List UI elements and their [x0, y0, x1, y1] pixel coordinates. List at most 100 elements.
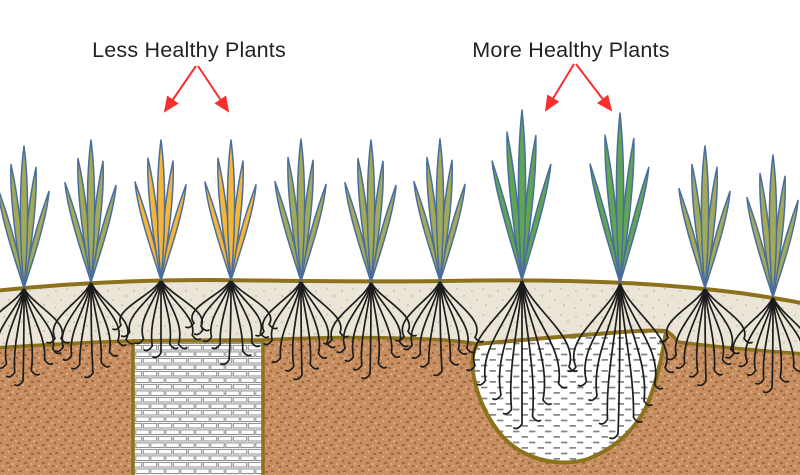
less-healthy-label: Less Healthy Plants	[92, 38, 286, 62]
root-strand	[476, 279, 523, 386]
root-strand	[120, 279, 162, 338]
root-strand	[46, 281, 92, 344]
plant-olive	[274, 138, 327, 282]
grass-blade	[19, 145, 29, 289]
root-strand	[521, 279, 552, 406]
root-strand	[772, 296, 800, 343]
root-strand	[112, 279, 162, 331]
plant-olive	[0, 145, 50, 289]
grass-blade	[615, 112, 625, 284]
more-healthy-label: More Healthy Plants	[472, 38, 669, 62]
root-strand	[609, 282, 621, 440]
root-strand	[619, 282, 653, 407]
root-strand	[772, 296, 800, 330]
arrow-to-yellow-plant-left	[163, 65, 197, 113]
root-strand	[619, 282, 643, 423]
grass-blade	[619, 166, 650, 284]
grass-blade	[521, 163, 552, 281]
plant-olive	[413, 138, 466, 282]
root-strand	[300, 280, 328, 360]
root-strand	[619, 282, 674, 374]
root-strand	[90, 281, 111, 368]
root-strand	[293, 280, 303, 381]
root-strand	[598, 282, 621, 425]
grass-blade	[366, 139, 376, 283]
root-strand	[90, 281, 135, 345]
root-system	[466, 279, 578, 430]
plant-healthy	[589, 112, 650, 284]
grass-blade	[700, 145, 710, 289]
plant-olive	[746, 154, 799, 298]
root-strand	[521, 279, 542, 422]
root-strand	[370, 281, 409, 348]
root-strand	[84, 281, 94, 379]
root-strand	[361, 281, 372, 380]
root-strand	[70, 281, 92, 370]
root-system	[659, 287, 753, 387]
root-strand	[659, 287, 706, 343]
root-strand	[0, 287, 25, 313]
root-strand	[725, 296, 774, 359]
root-strand	[323, 281, 372, 345]
root-strand	[0, 287, 25, 335]
root-system	[0, 287, 70, 387]
plant-olive	[344, 139, 397, 283]
root-strand	[352, 281, 372, 371]
root-strand	[0, 287, 25, 370]
root-strand	[439, 280, 460, 366]
plant-olive	[64, 139, 117, 283]
root-system	[46, 281, 135, 379]
root-strand	[336, 281, 372, 354]
root-strand	[134, 279, 162, 345]
arrow-to-green-plant-left	[544, 63, 575, 112]
root-system	[185, 279, 278, 366]
root-strand	[439, 280, 468, 356]
root-strand	[300, 280, 320, 370]
root-strand	[284, 280, 302, 372]
root-system	[567, 282, 674, 440]
root-strand	[704, 287, 732, 366]
root-system	[323, 281, 417, 380]
root-strand	[370, 281, 417, 337]
ground-surface-border	[0, 277, 800, 305]
root-strand	[160, 279, 188, 350]
root-strand	[263, 280, 302, 346]
grass-blade	[226, 139, 236, 281]
root-strand	[5, 287, 25, 378]
root-strand	[90, 281, 119, 358]
root-strand	[466, 279, 523, 372]
grass-blade	[517, 109, 527, 281]
brick-pattern-pit	[131, 339, 265, 475]
grass-blade	[435, 138, 445, 282]
root-strand	[23, 287, 54, 366]
root-strand	[763, 296, 774, 394]
more-healthy-arrows	[544, 63, 613, 112]
arrow-to-green-plant-right	[575, 63, 613, 112]
grass-blade	[296, 138, 306, 282]
less-healthy-arrows	[163, 65, 230, 113]
root-strand	[23, 287, 62, 355]
root-strand	[14, 287, 25, 387]
grass-blade	[86, 139, 96, 283]
root-strand	[185, 279, 232, 329]
root-strand	[577, 282, 621, 387]
root-strand	[403, 280, 441, 351]
arrow-to-yellow-plant-right	[197, 65, 230, 113]
root-strand	[433, 280, 443, 377]
root-strand	[697, 287, 707, 387]
root-strand	[675, 287, 706, 370]
root-strand	[411, 280, 441, 360]
root-strand	[193, 279, 232, 336]
grass-blade	[589, 163, 621, 284]
grass-blade	[491, 160, 523, 281]
root-strand	[220, 279, 232, 366]
root-strand	[567, 282, 621, 373]
root-system	[255, 280, 349, 381]
root-strand	[738, 296, 774, 368]
roots-layer	[0, 279, 800, 440]
root-strand	[230, 279, 252, 357]
root-strand	[502, 279, 523, 415]
plants-layer	[0, 109, 799, 298]
